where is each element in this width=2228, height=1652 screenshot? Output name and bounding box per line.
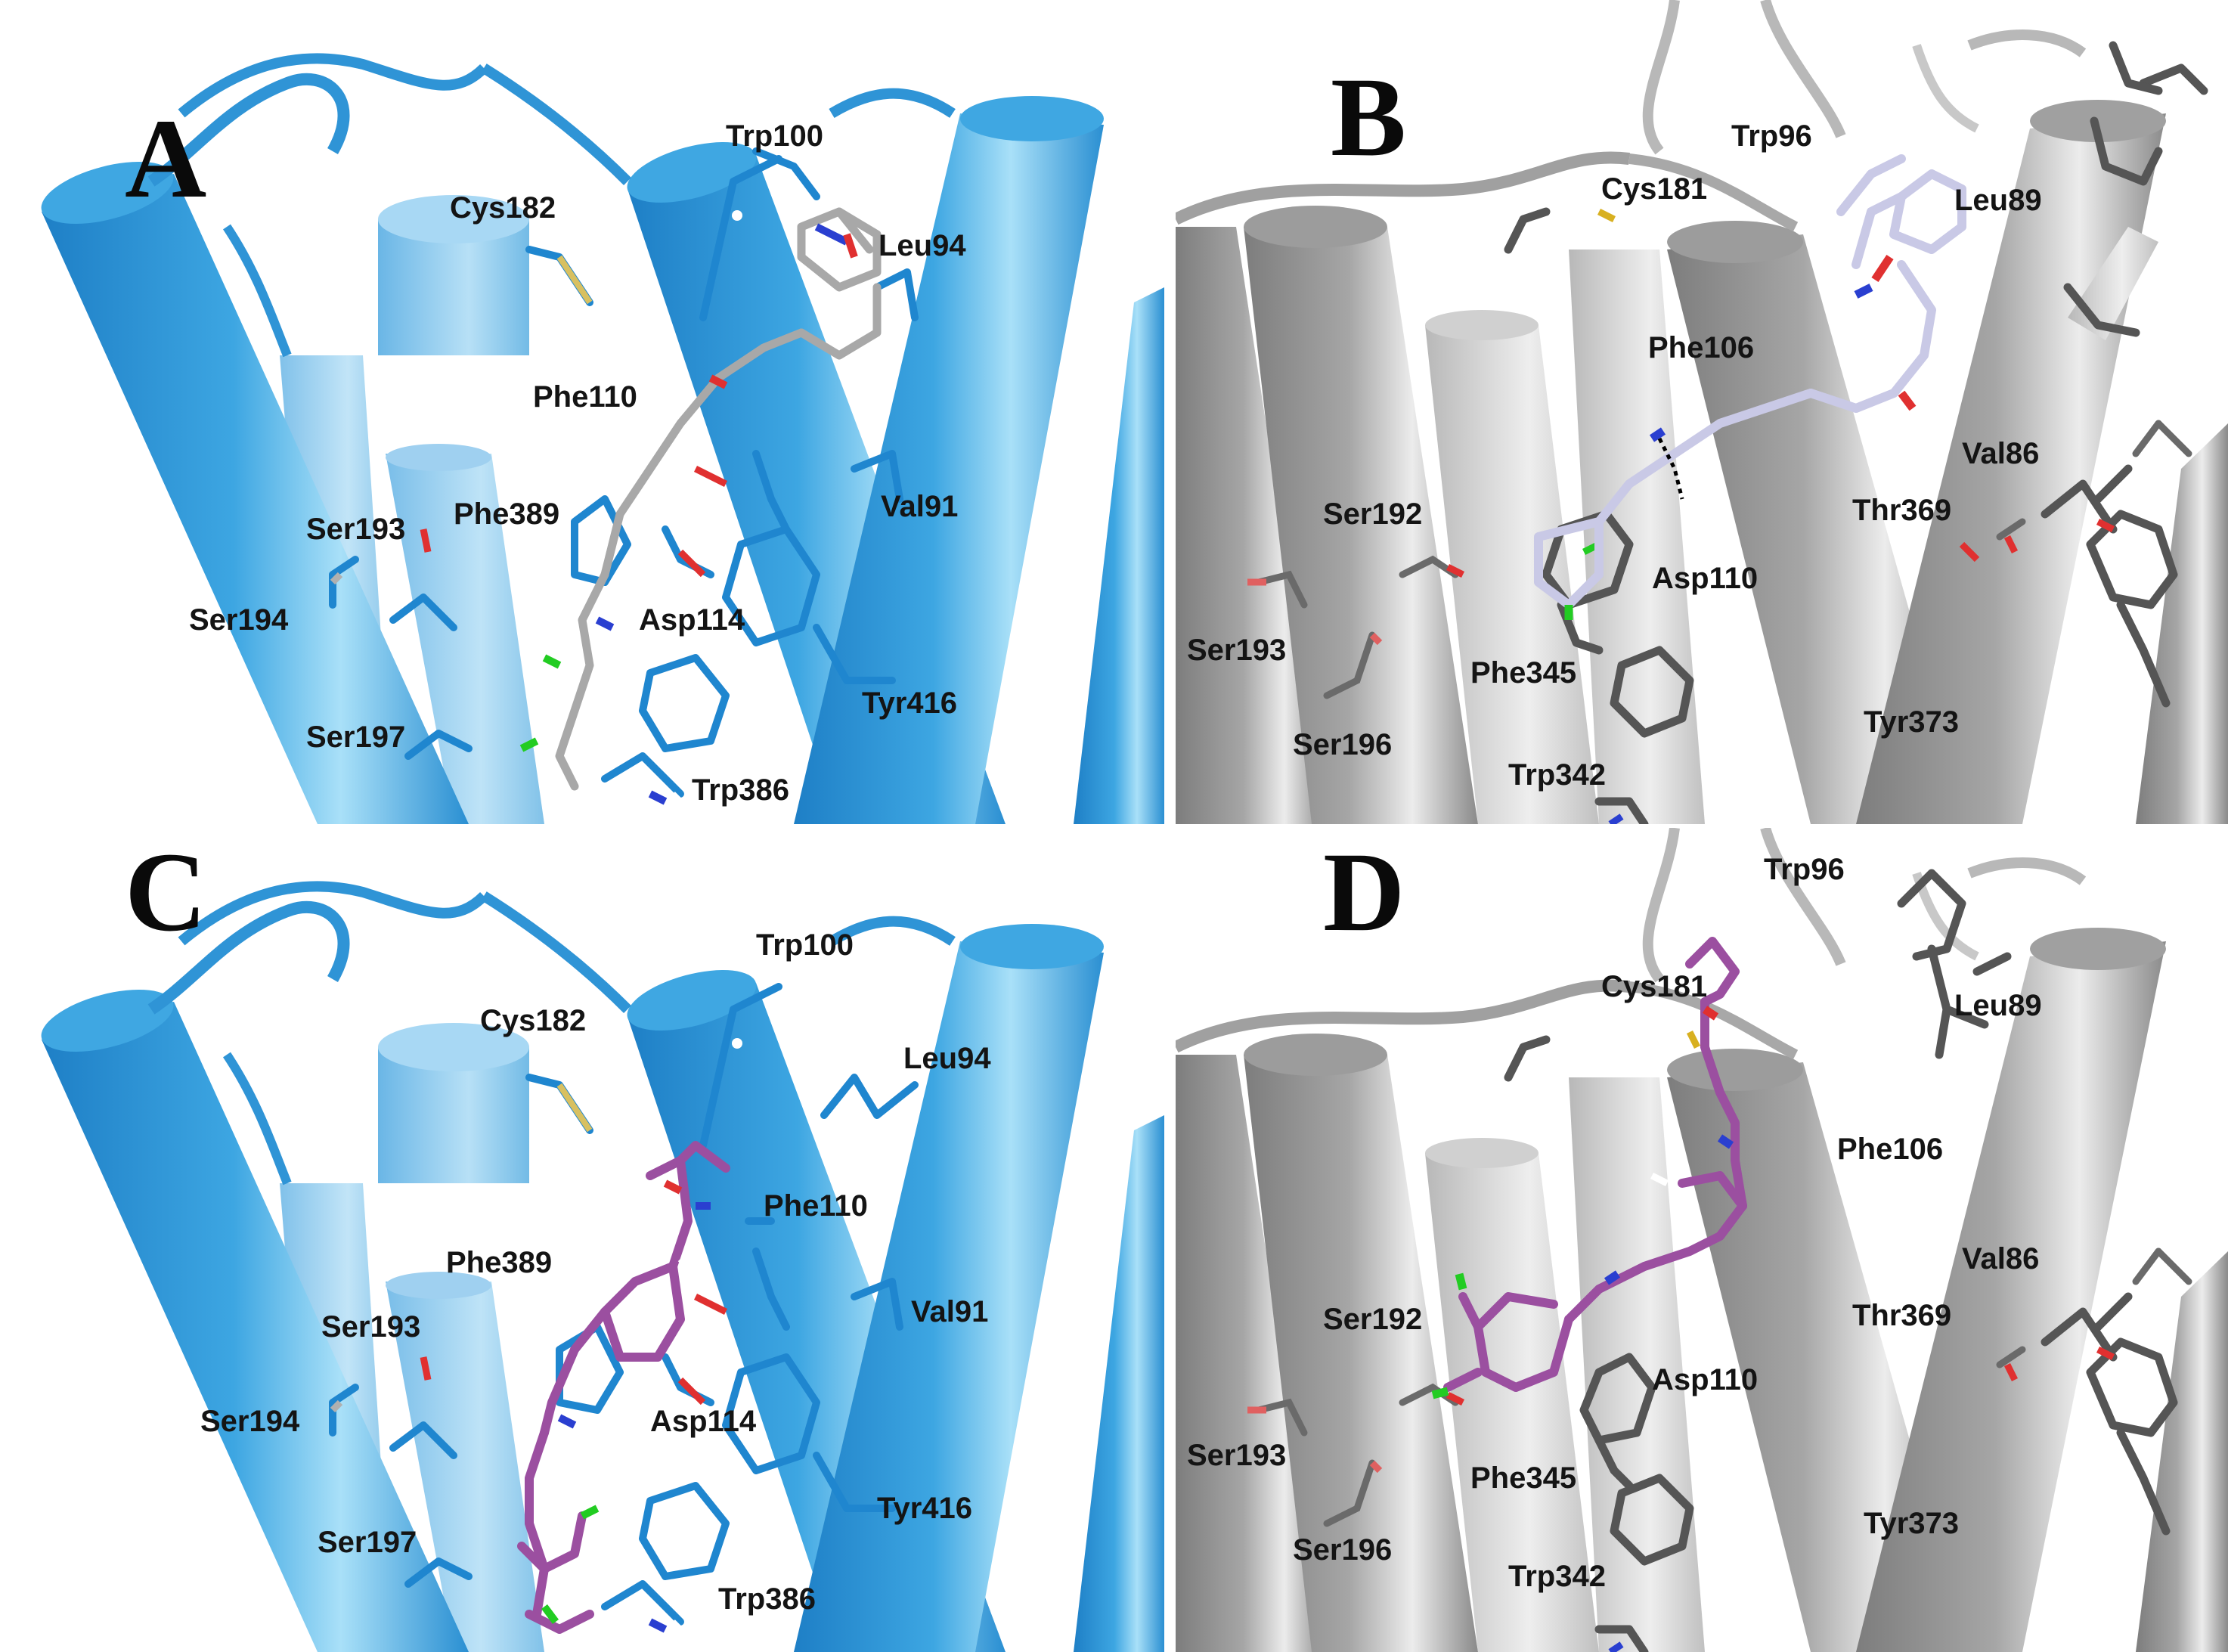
residue-label-ser196: Ser196 [1293,1533,1393,1567]
residue-label-phe389: Phe389 [446,1246,553,1279]
residue-label-trp386: Trp386 [692,773,789,807]
residue-label-cys182: Cys182 [450,191,556,225]
residue-label-leu94: Leu94 [878,229,966,262]
residue-label-phe106: Phe106 [1648,331,1755,364]
panel-a: A Trp100 Cys182 Leu94 Phe110 Val91 Phe38… [0,0,1164,824]
residue-label-leu89: Leu89 [1954,184,2042,217]
residue-label-phe389: Phe389 [454,497,560,531]
residue-label-asp114: Asp114 [650,1405,757,1438]
panel-c-structure [41,881,1164,1652]
panel-b: B Trp96 Cys181 Leu89 Phe106 Val86 Ser192… [1176,0,2228,824]
residue-label-val91: Val91 [911,1295,989,1328]
residue-label-ser194: Ser194 [200,1405,300,1438]
panel-letter-b: B [1331,54,1407,180]
residue-label-phe110: Phe110 [764,1189,868,1223]
residue-label-cys182: Cys182 [480,1004,587,1037]
residue-label-ser197: Ser197 [318,1526,417,1559]
residue-label-tyr416: Tyr416 [877,1492,973,1525]
residue-label-ser193: Ser193 [1187,1439,1287,1472]
residue-label-thr369: Thr369 [1852,1299,1952,1332]
residue-label-ser193: Ser193 [1187,634,1287,667]
residue-label-leu94: Leu94 [903,1042,991,1075]
panel-c: C Trp100 Cys182 Leu94 Phe110 Phe389 Val9… [0,828,1164,1652]
residue-label-val86: Val86 [1962,437,2040,470]
residue-label-ser194: Ser194 [189,603,289,637]
residue-label-ser192: Ser192 [1323,497,1423,531]
residue-label-val91: Val91 [881,490,959,523]
residue-label-phe106: Phe106 [1837,1133,1944,1166]
residue-label-asp114: Asp114 [639,603,745,637]
residue-label-trp96: Trp96 [1764,853,1845,886]
panel-b-structure [1176,0,2228,824]
residue-label-asp110: Asp110 [1652,1363,1759,1396]
residue-label-ser197: Ser197 [306,721,406,754]
residue-label-phe345: Phe345 [1470,1461,1577,1495]
residue-label-cys181: Cys181 [1601,172,1708,206]
panel-letter-a: A [125,96,207,222]
residue-label-ser193: Ser193 [306,513,406,546]
residue-label-trp386: Trp386 [718,1582,816,1616]
residue-label-val86: Val86 [1962,1242,2040,1275]
residue-label-cys181: Cys181 [1601,970,1708,1003]
residue-label-trp100: Trp100 [726,119,823,153]
residue-label-trp342: Trp342 [1508,758,1606,792]
panel-a-structure [41,53,1164,824]
panel-d: D Trp96 Cys181 Leu89 Phe106 Val86 Ser192… [1176,828,2228,1652]
residue-label-phe110: Phe110 [533,380,637,414]
residue-label-ser196: Ser196 [1293,728,1393,761]
panel-letter-d: D [1323,829,1405,955]
residue-label-tyr373: Tyr373 [1864,705,1960,739]
residue-label-tyr416: Tyr416 [862,687,958,720]
residue-label-asp110: Asp110 [1652,562,1759,595]
residue-label-thr369: Thr369 [1852,494,1952,527]
residue-label-leu89: Leu89 [1954,989,2042,1022]
residue-label-phe345: Phe345 [1470,656,1577,690]
residue-label-tyr373: Tyr373 [1864,1507,1960,1540]
panel-d-structure [1176,828,2228,1652]
residue-label-trp100: Trp100 [756,928,854,962]
residue-label-trp96: Trp96 [1731,119,1812,153]
panel-letter-c: C [125,829,207,955]
residue-label-ser193: Ser193 [321,1310,421,1344]
residue-label-trp342: Trp342 [1508,1560,1606,1593]
residue-label-ser192: Ser192 [1323,1303,1423,1336]
